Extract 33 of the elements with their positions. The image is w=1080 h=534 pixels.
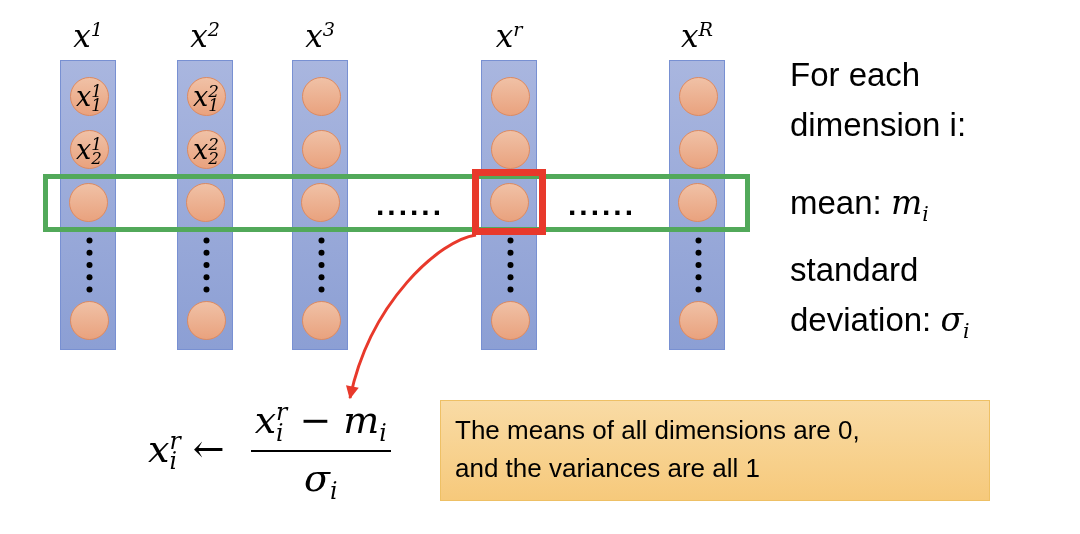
note-box — [440, 400, 990, 501]
row-highlight-frame — [43, 174, 750, 232]
entry-circle — [678, 77, 718, 116]
note-text: The means of all dimensions are 0, and the variances are all 1 — [455, 414, 861, 485]
formula-numerator: x$^{r}$$_{i}$ − m$_{i}$ — [253, 398, 388, 449]
formula-lhs: x$^{r}$$_{i}$ ← — [148, 426, 225, 473]
entry-circle — [301, 130, 341, 169]
entry-highlight-frame — [472, 169, 546, 235]
mean-label: mean: m$_{i}$ — [790, 182, 930, 228]
deviation-label: standard deviation: σ$_{i}$ — [790, 250, 971, 345]
entry-circle — [186, 130, 226, 169]
entry-circle — [490, 301, 530, 340]
entry-circle — [301, 77, 341, 116]
vector-label: x$^{1}$ — [73, 18, 103, 54]
vector-label: x$^{R}$ — [681, 18, 713, 54]
entry-circle — [490, 77, 530, 116]
vector-label: x$^{3}$ — [305, 18, 335, 54]
entry-circle — [69, 77, 109, 116]
ellipsis: ...... — [376, 190, 444, 220]
entry-circle — [678, 301, 718, 340]
vector-label: x$^{2}$ — [190, 18, 220, 54]
entry-circle — [490, 130, 530, 169]
ellipsis: ...... — [568, 190, 636, 220]
entry-circle — [186, 77, 226, 116]
description-text: For each dimension i: — [790, 55, 968, 145]
entry-circle — [69, 301, 109, 340]
formula-denominator: σ$_{i}$ — [304, 454, 338, 502]
arrow — [346, 233, 477, 400]
vector-label: x$^{r}$ — [495, 18, 523, 54]
entry-circle — [678, 130, 718, 169]
entry-circle — [186, 301, 226, 340]
entry-circle — [69, 130, 109, 169]
entry-circle — [301, 301, 341, 340]
